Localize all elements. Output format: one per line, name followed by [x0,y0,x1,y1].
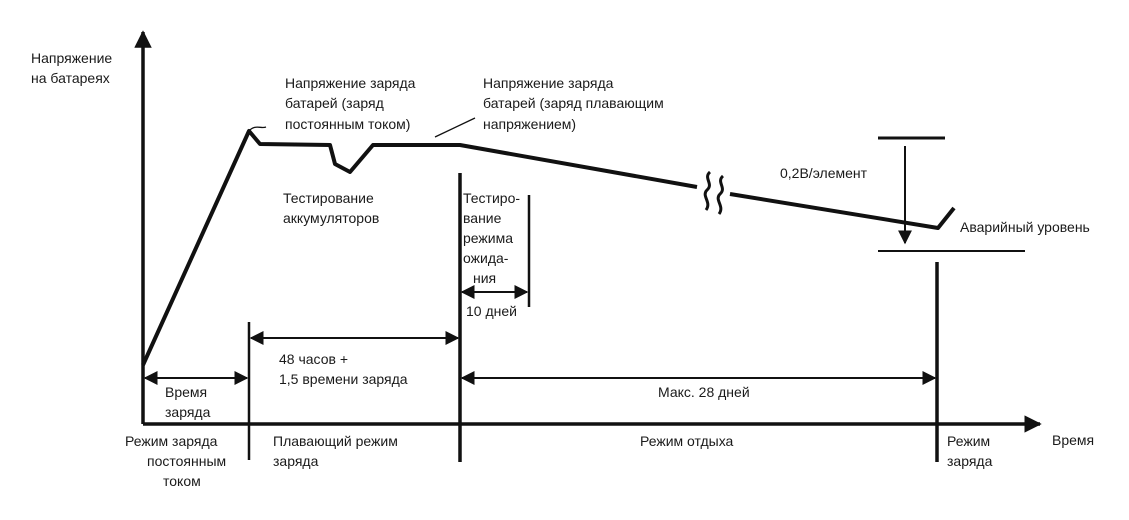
per-cell-drop-label: 0,2В/элемент [780,165,868,181]
float-duration-label-2: 1,5 времени заряда [279,371,408,387]
mode-float-1: Плавающий режим [273,433,398,449]
standby-test-label-1: Тестиро- [463,190,520,206]
mode-constant-current-3: током [163,473,201,489]
voltage-curve-after-break [729,192,956,230]
ten-days-label: 10 дней [466,303,517,319]
float-charge-label-3: напряжением) [483,116,576,132]
y-axis-label-line-2: на батареях [31,70,110,86]
max-rest-label: Макс. 28 дней [658,384,750,400]
y-axis-label-line-1: Напряжение [31,50,112,66]
constant-charge-label-1: Напряжение заряда [285,75,416,91]
mode-recharge-1: Режим [947,433,990,449]
battery-test-label-2: аккумуляторов [283,210,379,226]
mode-constant-current-2: постоянным [147,453,226,469]
axis-break-icon-2 [716,174,725,215]
standby-test-label-3: режима [463,230,513,246]
voltage-curve [141,129,698,366]
standby-test-label-2: вание [463,210,502,226]
float-charge-label-2: батарей (заряд плавающим [483,95,664,111]
constant-charge-pointer [248,126,267,132]
float-charge-pointer [434,117,476,138]
mode-constant-current-1: Режим заряда [125,433,218,449]
mode-float-2: заряда [273,453,319,469]
battery-test-label-1: Тестирование [283,190,374,206]
constant-charge-label-3: постоянным током) [285,116,410,132]
mode-recharge-2: заряда [947,453,993,469]
charge-time-label-2: заряда [165,404,211,420]
float-charge-label-1: Напряжение заряда [483,75,614,91]
emergency-level-label: Аварийный уровень [960,219,1090,235]
standby-test-label-4: ожида- [463,250,509,266]
constant-charge-label-2: батарей (заряд [285,95,384,111]
standby-test-label-5: ния [473,270,496,286]
axis-break-icon [703,170,712,211]
x-axis-label: Время [1052,432,1094,448]
float-duration-label-1: 48 часов + [279,351,348,367]
charge-time-label-1: Время [165,384,207,400]
mode-rest: Режим отдыха [640,433,734,449]
